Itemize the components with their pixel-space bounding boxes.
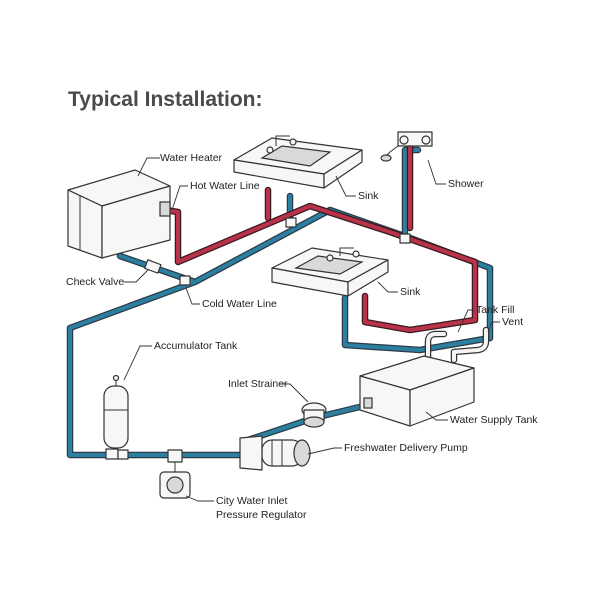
inlet-strainer [301, 402, 327, 428]
accumulator-tank [103, 374, 129, 449]
label-hot-water-line: Hot Water Line [190, 180, 260, 192]
label-sink-upper: Sink [358, 190, 379, 202]
label-check-valve: Check Valve [66, 276, 124, 288]
water-supply-tank [359, 355, 475, 427]
diagram-title: Typical Installation: [68, 88, 262, 111]
label-tank-fill: Tank Fill [476, 304, 515, 316]
leader-lines [123, 157, 500, 502]
label-freshwater-delivery-pump: Freshwater Delivery Pump [344, 442, 468, 454]
label-city-water-inlet: City Water Inlet [216, 495, 287, 507]
label-shower: Shower [448, 178, 484, 190]
water-heater [67, 169, 171, 259]
pipe-fittings [105, 217, 411, 460]
labels: Water Heater Hot Water Line Sink Shower … [66, 152, 538, 521]
tank-fill-vent-piping [424, 326, 490, 369]
label-sink-lower: Sink [400, 286, 421, 298]
label-accumulator-tank: Accumulator Tank [154, 340, 238, 352]
label-water-supply-tank: Water Supply Tank [450, 414, 538, 426]
label-pressure-regulator: Pressure Regulator [216, 509, 307, 521]
label-water-heater: Water Heater [160, 152, 223, 164]
check-valve [144, 259, 162, 274]
shower [380, 131, 433, 162]
label-cold-water-line: Cold Water Line [202, 298, 277, 310]
sink-upper [233, 135, 363, 189]
sink-lower [271, 247, 389, 297]
freshwater-delivery-pump [239, 435, 311, 471]
city-water-inlet [159, 449, 191, 499]
hot-water-piping [161, 142, 479, 334]
label-inlet-strainer: Inlet Strainer [228, 378, 288, 390]
label-vent: Vent [502, 316, 523, 328]
